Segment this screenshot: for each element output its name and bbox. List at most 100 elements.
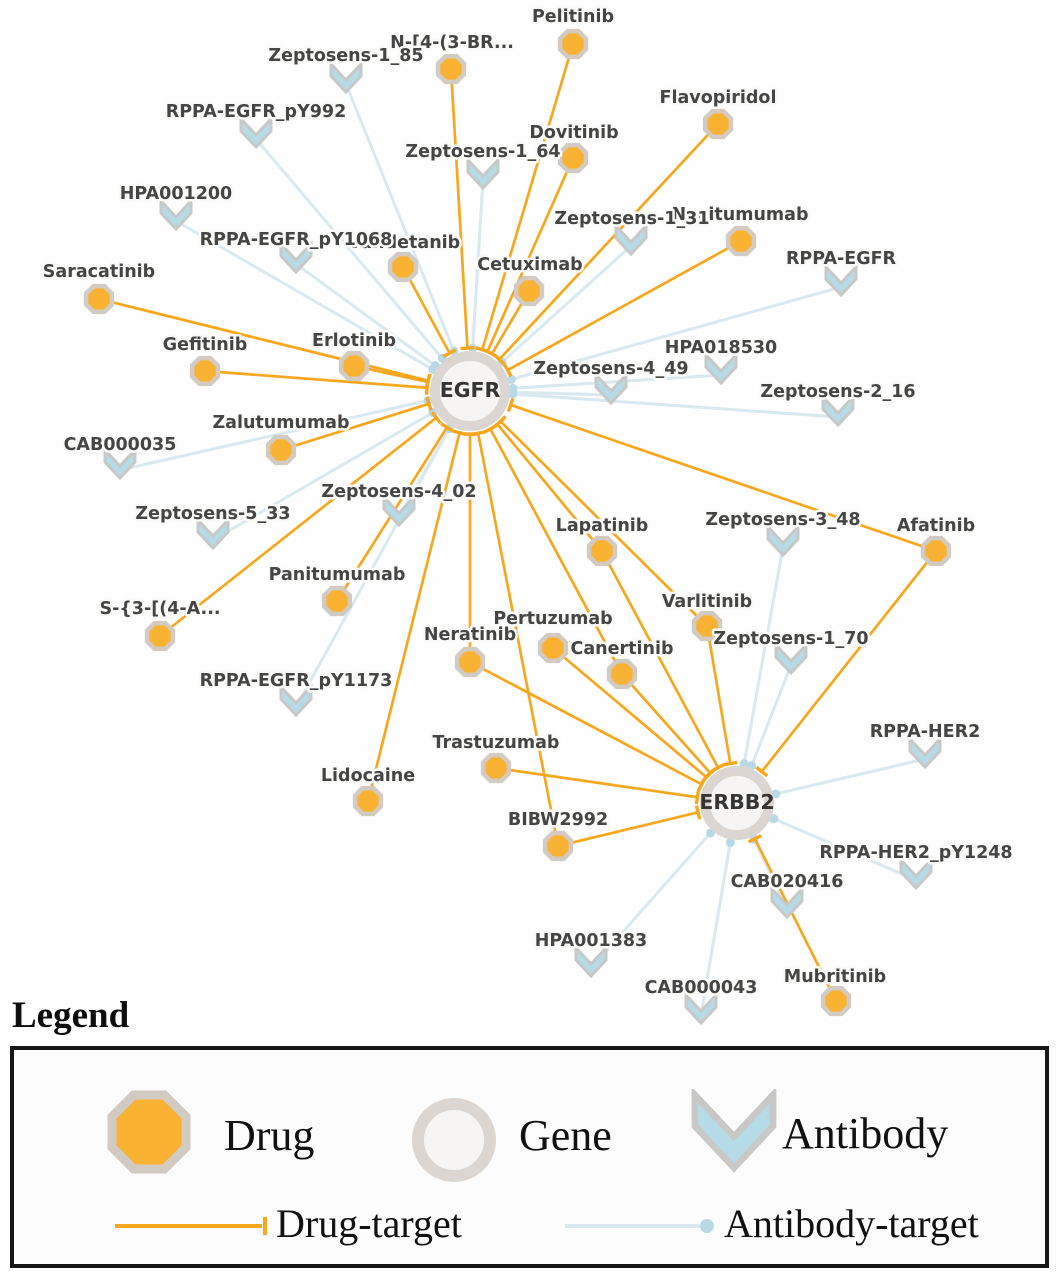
drug-target-edge [489, 428, 624, 675]
node-label: Zeptosens-1_85 [268, 46, 423, 66]
drug-node-pertuzumab[interactable]: Pertuzumab [491, 607, 615, 664]
antibody-target-edge [699, 842, 732, 1016]
node-label: Cetuximab [477, 255, 582, 275]
drug-target-tee [442, 348, 457, 358]
drug-node-erlotinib[interactable]: Erlotinib [310, 329, 398, 382]
antibody-node-rppa_egfr_py1068[interactable]: RPPA-EGFR_pY1068 [197, 228, 395, 275]
drug-octagon-icon [820, 985, 852, 1017]
drug-node-saracatinib[interactable]: Saracatinib [40, 260, 158, 315]
drug-node-n4_3br[interactable]: N-[4-(3-BR... [388, 31, 516, 85]
antibody-chevron-icon [466, 156, 500, 191]
drug-target-edge [705, 625, 732, 764]
drug-node-dovitinib[interactable]: Dovitinib [527, 121, 621, 174]
antibody-node-zeptosens_2_16[interactable]: Zeptosens-2_16 [758, 380, 918, 428]
drug-node-zalutumumab[interactable]: Zalutumumab [210, 411, 352, 466]
antibody-node-rppa_egfr[interactable]: RPPA-EGFR [783, 247, 899, 298]
antibody-node-zeptosens_1_64[interactable]: Zeptosens-1_64 [403, 140, 563, 191]
drug-target-tee [460, 345, 475, 351]
antibody-target-edge [512, 373, 722, 390]
node-label: Zeptosens-1_64 [405, 142, 560, 162]
node-label: ERBB2 [699, 790, 774, 814]
node-label: N-[4-(3-BR... [390, 33, 514, 53]
node-label: Zeptosens-1_70 [713, 629, 868, 649]
drug-node-neratinib[interactable]: Neratinib [421, 623, 519, 678]
antibody-chevron-icon [329, 60, 363, 95]
drug-node-lidocaine[interactable]: Lidocaine [318, 764, 418, 817]
drug-octagon-icon [586, 535, 618, 567]
antibody-target-dot [508, 389, 518, 399]
drug-node-lapatinib[interactable]: Lapatinib [553, 514, 651, 567]
antibody-node-hpa001383[interactable]: HPA001383 [532, 929, 650, 979]
drug-node-s3_4a[interactable]: S-{3-[(4-A... [97, 597, 223, 652]
drug-node-canertinib[interactable]: Canertinib [568, 637, 676, 690]
antibody-chevron-icon [196, 516, 230, 551]
drug-target-edge [496, 423, 604, 552]
drug-node-gefitinib[interactable]: Gefitinib [160, 333, 250, 387]
drug-target-legend-line [115, 1217, 267, 1235]
antibody-node-cab000043[interactable]: CAB000043 [642, 976, 760, 1026]
drug-node-varlitinib[interactable]: Varlitinib [659, 590, 755, 642]
drug-node-cetuximab[interactable]: Cetuximab [475, 253, 585, 307]
antibody-target-edge [212, 411, 434, 542]
drug-target-edge [280, 402, 430, 452]
drug-target-tee [440, 422, 454, 433]
gene-node-egfr[interactable]: EGFR [430, 351, 510, 431]
drug-node-afatinib[interactable]: Afatinib [894, 514, 978, 567]
antibody-node-rppa_her2[interactable]: RPPA-HER2 [867, 720, 983, 770]
gene-node-erbb2[interactable]: ERBB2 [699, 766, 775, 840]
drug-target-tee [470, 430, 486, 437]
antibody-chevron-icon [594, 371, 628, 406]
antibody-node-zeptosens_3_48[interactable]: Zeptosens-3_48 [703, 508, 863, 558]
drug-octagon-icon [557, 142, 589, 174]
drug-node-flavopiridol[interactable]: Flavopiridol [657, 86, 779, 140]
drug-node-trastuzumab[interactable]: Trastuzumab [430, 731, 562, 784]
antibody-target-edge [175, 219, 434, 371]
antibody-node-zeptosens_1_70[interactable]: Zeptosens-1_70 [711, 627, 871, 676]
drug-target-edge [469, 660, 703, 786]
node-label: Zeptosens-3_48 [705, 510, 860, 530]
antibody-node-hpa018530[interactable]: HPA018530 [662, 336, 780, 386]
drug-target-tee [502, 363, 513, 378]
node-label: Saracatinib [43, 262, 155, 282]
antibody-node-rppa_her2_py1248[interactable]: RPPA-HER2_pY1248 [817, 841, 1015, 891]
drug-node-panitumumab[interactable]: Panitumumab [266, 563, 408, 617]
node-label: Zeptosens-4_02 [321, 482, 476, 502]
antibody-target-edge [742, 546, 785, 764]
antibody-node-cab000035[interactable]: CAB000035 [61, 433, 179, 481]
antibody-node-zeptosens_4_49[interactable]: Zeptosens-4_49 [531, 357, 691, 406]
drug-node-necitumumab[interactable]: Necitumumab [669, 203, 811, 257]
drug-node-bibw2992[interactable]: BIBW2992 [505, 808, 611, 862]
drug-target-tee [700, 770, 713, 784]
antibody-chevron-icon [614, 222, 648, 257]
drug-target-edge [159, 416, 438, 638]
drug-octagon-icon [265, 434, 297, 466]
antibody-node-zeptosens_1_85[interactable]: Zeptosens-1_85 [266, 44, 426, 95]
antibody-node-cab020416[interactable]: CAB020416 [728, 870, 846, 920]
drug-octagon-icon [542, 830, 574, 862]
drug-node-vandetanib[interactable]: Vandetanib [345, 231, 463, 283]
antibody-target-dot [769, 814, 779, 824]
legend-label-antibody: Antibody [782, 1109, 949, 1158]
drug-octagon-icon [702, 108, 734, 140]
antibody-target-edge [294, 427, 451, 708]
drug-target-tee [430, 411, 442, 425]
antibody-node-hpa001200[interactable]: HPA001200 [117, 182, 235, 232]
antibody-node-rppa_egfr_py992[interactable]: RPPA-EGFR_pY992 [163, 100, 349, 150]
drug-node-pelitinib[interactable]: Pelitinib [529, 5, 617, 60]
drug-target-edge [552, 646, 708, 779]
antibody-target-edge [295, 262, 437, 367]
antibody-node-rppa_egfr_py1173[interactable]: RPPA-EGFR_pY1173 [197, 669, 395, 718]
node-label: Pelitinib [532, 7, 614, 27]
antibody-node-zeptosens_4_02[interactable]: Zeptosens-4_02 [319, 480, 479, 528]
node-label: CAB020416 [731, 872, 844, 892]
drug-target-tee [484, 348, 499, 359]
gene-circle-icon [412, 1098, 496, 1182]
drug-node-mubritinib[interactable]: Mubritinib [781, 965, 889, 1017]
drug-target-tee [694, 790, 701, 805]
node-label: Pertuzumab [493, 609, 612, 629]
drug-target-edge [98, 297, 429, 382]
antibody-node-zeptosens_5_33[interactable]: Zeptosens-5_33 [133, 502, 293, 551]
antibody-node-zeptosens_1_31[interactable]: Zeptosens-1_31 [552, 207, 712, 257]
drug-target-edge [204, 369, 428, 390]
